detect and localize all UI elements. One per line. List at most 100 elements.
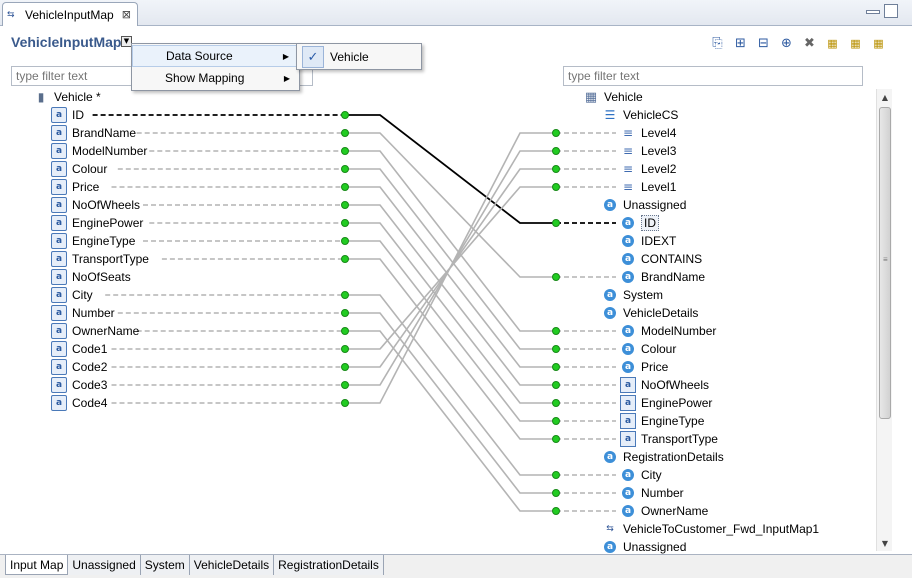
target-item-label: Level2 bbox=[641, 162, 677, 176]
attribute-group-icon: a bbox=[604, 451, 616, 463]
target-item-vehicletocustomer-fwd-inputmap1[interactable]: ⇆VehicleToCustomer_Fwd_InputMap1 bbox=[602, 520, 819, 538]
target-anchor bbox=[552, 489, 560, 497]
mapping-link bbox=[345, 168, 556, 350]
scroll-up-icon[interactable]: ▲ bbox=[881, 92, 889, 102]
attribute-icon: a bbox=[51, 323, 67, 339]
mapping-link bbox=[345, 150, 556, 386]
menu-item-show-mapping[interactable]: Show Mapping ▶ bbox=[132, 67, 299, 89]
attribute-icon: a bbox=[51, 395, 67, 411]
source-anchor bbox=[341, 237, 349, 245]
target-item-label: Unassigned bbox=[623, 198, 687, 212]
vertical-scrollbar[interactable]: ▲ ≡ ▼ bbox=[876, 89, 892, 551]
collapse-all-icon[interactable]: ⊟ bbox=[758, 36, 769, 51]
target-item-level3[interactable]: ≡Level3 bbox=[620, 142, 676, 160]
layout-icon-2[interactable]: ▦ bbox=[850, 37, 861, 50]
target-item-label: Level1 bbox=[641, 180, 677, 194]
mapping-link bbox=[345, 312, 556, 494]
tab-unassigned[interactable]: Unassigned bbox=[68, 555, 141, 575]
target-filter-input[interactable] bbox=[563, 66, 863, 86]
target-item-vehiclecs[interactable]: ☰VehicleCS bbox=[602, 106, 679, 124]
target-item-level4[interactable]: ≡Level4 bbox=[620, 124, 676, 142]
source-item-noofseats[interactable]: a NoOfSeats bbox=[51, 268, 131, 286]
source-item-label: TransportType bbox=[72, 252, 149, 266]
mapping-link bbox=[345, 186, 556, 350]
tab-system[interactable]: System bbox=[140, 555, 190, 575]
target-item-vehicle[interactable]: ▦Vehicle bbox=[583, 88, 643, 106]
tab-input-map[interactable]: Input Map bbox=[5, 555, 69, 575]
layout-icon-1[interactable]: ▦ bbox=[827, 37, 838, 50]
source-item-label: Price bbox=[72, 180, 100, 194]
attribute-icon: a bbox=[622, 325, 634, 337]
source-root[interactable]: ▮ Vehicle * bbox=[33, 88, 101, 106]
expand-all-icon[interactable]: ⊞ bbox=[735, 36, 746, 51]
attribute-icon: a bbox=[51, 305, 67, 321]
scroll-thumb[interactable]: ≡ bbox=[879, 107, 891, 419]
target-anchor bbox=[552, 471, 560, 479]
source-item-label: NoOfSeats bbox=[72, 270, 131, 284]
attribute-icon: a bbox=[622, 217, 634, 229]
close-icon[interactable]: ⊠ bbox=[121, 8, 131, 21]
add-mapping-icon[interactable]: ⊕ bbox=[781, 36, 792, 51]
maximize-button[interactable] bbox=[884, 4, 898, 18]
scroll-down-icon[interactable]: ▼ bbox=[881, 538, 889, 548]
target-item-level1[interactable]: ≡Level1 bbox=[620, 178, 676, 196]
editor-tab[interactable]: ⇆ VehicleInputMap ⊠ bbox=[2, 2, 138, 26]
target-item-label: VehicleCS bbox=[623, 108, 679, 122]
source-anchor bbox=[341, 129, 349, 137]
target-item-level2[interactable]: ≡Level2 bbox=[620, 160, 676, 178]
menu-item-data-source[interactable]: Data Source ▶ bbox=[132, 45, 299, 67]
attribute-icon: a bbox=[622, 271, 634, 283]
delete-icon[interactable]: ✖ bbox=[804, 36, 815, 51]
target-anchor bbox=[552, 381, 560, 389]
target-anchor bbox=[552, 435, 560, 443]
menu-item-vehicle[interactable]: ✓ Vehicle bbox=[297, 46, 421, 68]
minimize-button[interactable] bbox=[866, 10, 880, 14]
chevron-down-icon[interactable]: ▼ bbox=[121, 36, 132, 47]
attribute-icon: a bbox=[51, 233, 67, 249]
key-attribute-icon: a bbox=[620, 431, 636, 447]
mapping-link bbox=[345, 222, 556, 404]
mapping-link bbox=[345, 132, 556, 404]
input-map-icon: ⇆ bbox=[606, 524, 614, 534]
map-icon[interactable]: ⎘ bbox=[712, 36, 723, 51]
tab-registrationdetails[interactable]: RegistrationDetails bbox=[274, 555, 384, 575]
tab-vehicledetails[interactable]: VehicleDetails bbox=[189, 555, 275, 575]
layout-icon-3[interactable]: ▦ bbox=[873, 37, 884, 50]
attribute-icon: a bbox=[51, 269, 67, 285]
